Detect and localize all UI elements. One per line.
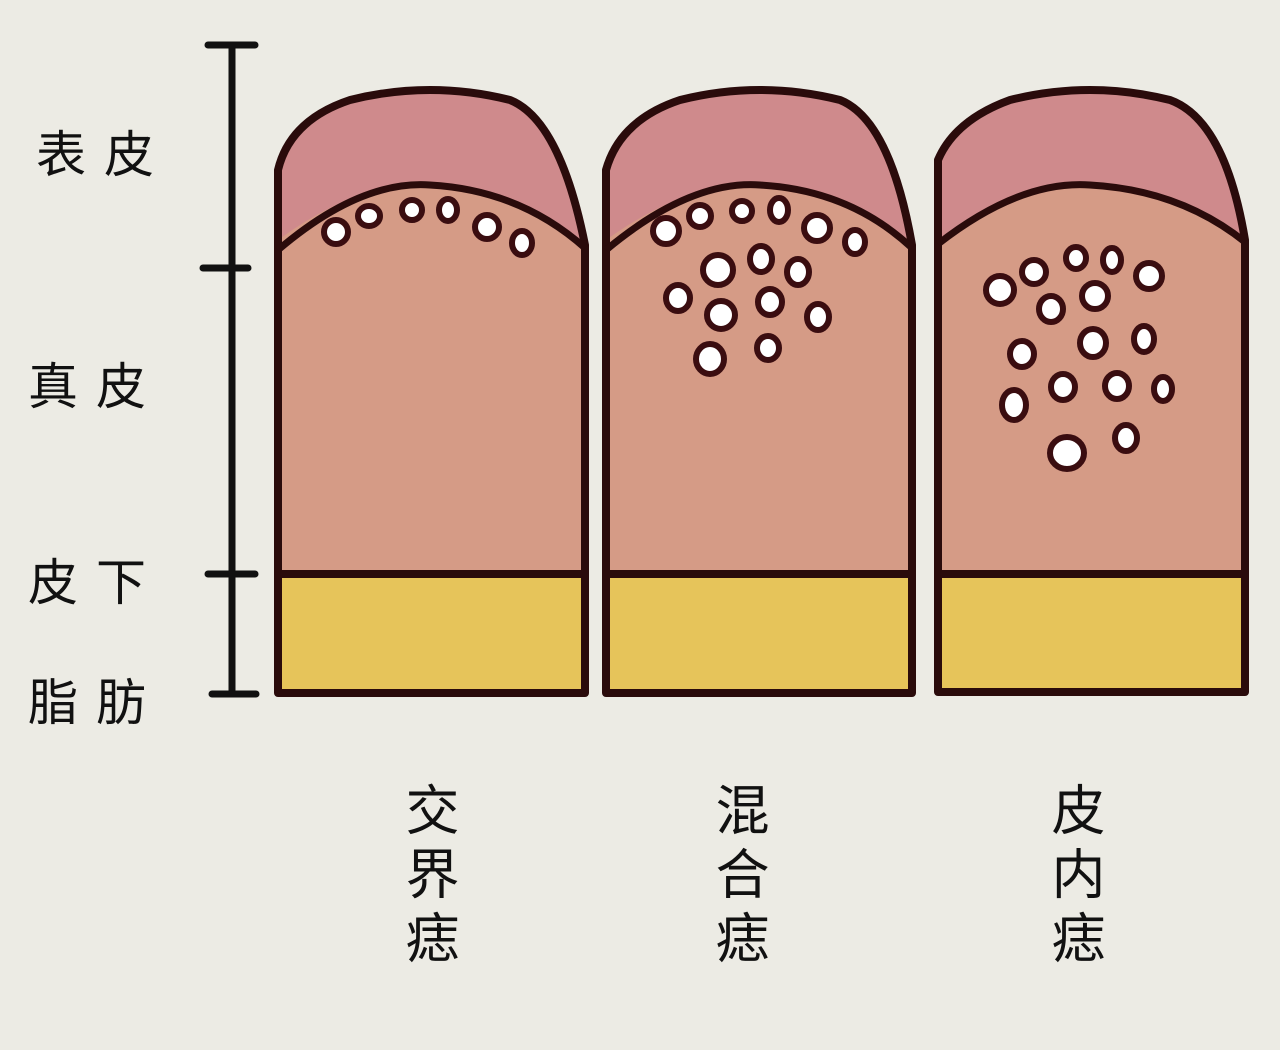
nevus-cells <box>650 195 868 377</box>
label-epidermis: 表皮 <box>36 126 172 184</box>
label-subcutaneous-line2: 脂肪 <box>28 674 164 732</box>
label-compound-nevus: 混合痣 <box>706 782 769 974</box>
label-subcutaneous-line1: 皮下 <box>28 554 164 612</box>
nevus-cells <box>983 244 1175 472</box>
label-junctional-nevus: 交界痣 <box>396 782 459 974</box>
label-intradermal-nevus: 皮内痣 <box>1042 782 1105 974</box>
nevus-cells <box>321 196 535 258</box>
compound-nevus-panel <box>602 86 916 697</box>
intradermal-nevus-panel <box>934 86 1249 696</box>
junctional-nevus-panel <box>274 86 589 697</box>
label-dermis: 真皮 <box>28 358 164 416</box>
layer-scale-bar <box>199 41 260 698</box>
